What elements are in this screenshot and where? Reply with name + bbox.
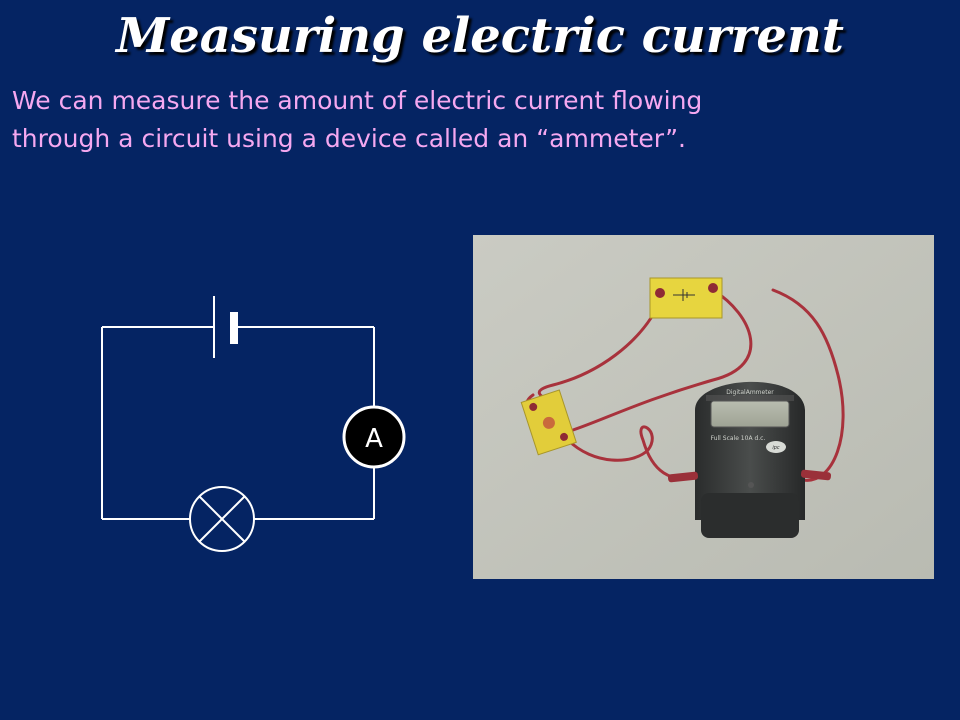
- body-line-2: through a circuit using a device called …: [12, 124, 686, 153]
- ammeter-photo: DigitalAmmeter Full Scale 10A d.c. ipc: [473, 235, 934, 579]
- meter-scale-label: Full Scale 10A d.c.: [711, 435, 766, 442]
- ammeter-symbol: A: [342, 405, 406, 469]
- cell-holder-photo: [649, 277, 723, 319]
- slide-title: Measuring electric current: [116, 8, 844, 64]
- lamp-holder-photo: [520, 389, 577, 456]
- lamp-symbol: [189, 486, 255, 552]
- cell-symbol: [213, 296, 238, 358]
- slide-body-text: We can measure the amount of electric cu…: [12, 82, 912, 158]
- digital-ammeter: DigitalAmmeter Full Scale 10A d.c. ipc: [667, 381, 832, 538]
- ammeter-label: A: [365, 424, 383, 454]
- body-line-1: We can measure the amount of electric cu…: [12, 86, 703, 115]
- meter-logo-label: ipc: [772, 445, 780, 451]
- wire-photo-2: [571, 288, 753, 432]
- meter-brand-label: DigitalAmmeter: [726, 389, 774, 396]
- wire-photo-4: [771, 288, 845, 482]
- wire-photo-3: [566, 425, 690, 480]
- wire-photo-1: [537, 293, 665, 402]
